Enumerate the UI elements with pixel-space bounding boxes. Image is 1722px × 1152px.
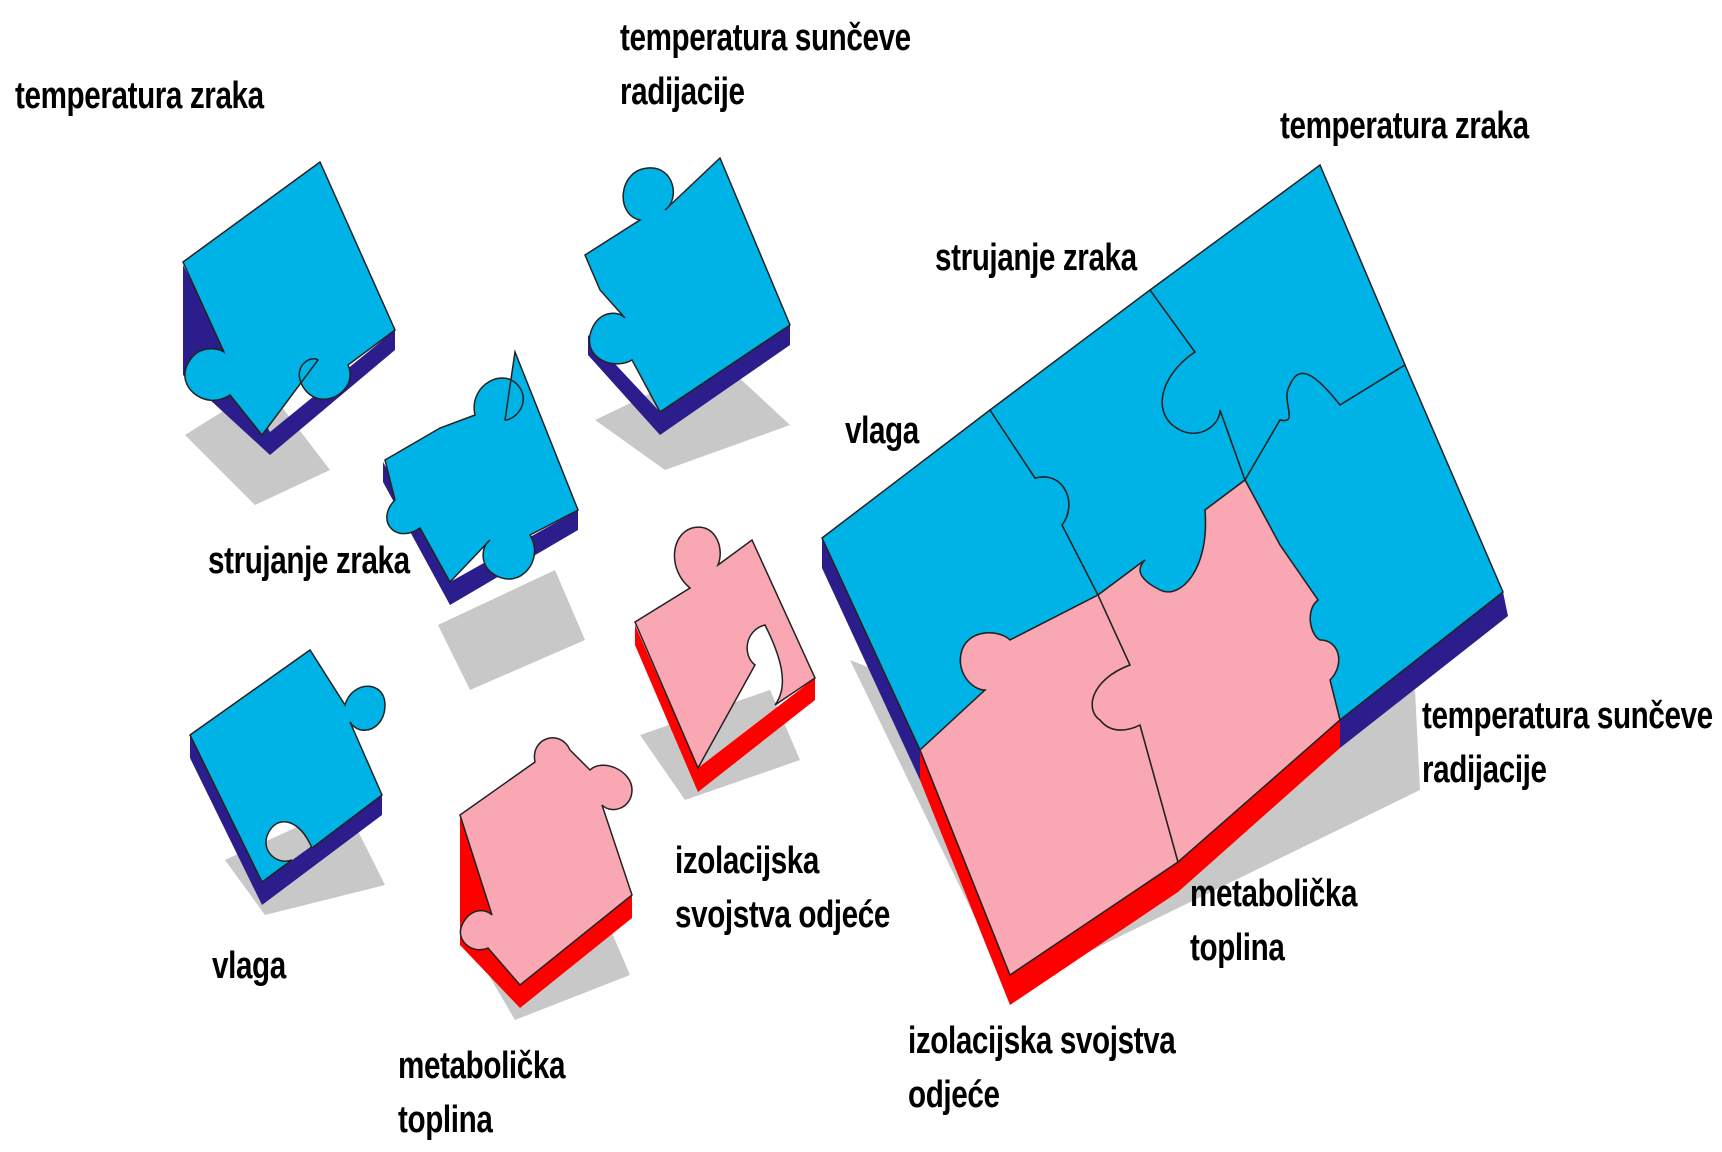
label-solar-radiation-loose: temperatura sunčeve radijacije — [620, 17, 911, 113]
piece-top — [182, 160, 396, 437]
piece-side — [588, 325, 790, 435]
piece-shadow — [595, 360, 790, 470]
piece-top — [584, 156, 791, 414]
board-piece-metabolic — [1091, 478, 1341, 864]
piece-solar-radiation-loose — [584, 156, 791, 470]
piece-top — [384, 349, 579, 584]
label-solar-radiation-board: temperatura sunčeve radijacije — [1422, 695, 1713, 791]
piece-side — [383, 462, 578, 605]
piece-top — [459, 737, 633, 987]
piece-shadow — [438, 570, 585, 690]
label-humidity-board: vlaga — [845, 410, 919, 452]
board-side-insulation-front — [1010, 862, 1178, 1005]
label-air-temperature-board: temperatura zraka — [1280, 105, 1529, 147]
board-side-solar — [1340, 592, 1508, 748]
piece-humidity-loose — [189, 648, 386, 915]
board-side-insulation — [920, 750, 1010, 1005]
piece-top — [189, 648, 386, 884]
piece-shadow — [640, 690, 800, 800]
piece-airflow-loose — [383, 349, 585, 690]
piece-side — [190, 735, 382, 905]
label-air-temperature-loose: temperatura zraka — [15, 75, 264, 117]
label-insulation-board: izolacijska svojstva odjeće — [908, 1020, 1176, 1116]
board-side-metabolic — [1178, 720, 1340, 892]
piece-side — [183, 265, 395, 455]
piece-side — [635, 625, 815, 792]
piece-metabolic-loose — [459, 737, 633, 1020]
piece-insulation-loose — [634, 526, 816, 800]
board-side-humidity — [822, 538, 920, 780]
piece-top — [634, 526, 816, 770]
piece-air-temperature-loose — [182, 160, 396, 505]
label-insulation-loose: izolacijska svojstva odjeće — [675, 840, 890, 936]
piece-shadow — [185, 385, 330, 505]
label-humidity-loose: vlaga — [212, 945, 286, 987]
label-metabolic-loose: metabolička toplina — [398, 1045, 566, 1141]
label-airflow-board: strujanje zraka — [935, 237, 1137, 279]
assembled-puzzle-board — [821, 163, 1508, 1005]
label-airflow-loose: strujanje zraka — [208, 540, 410, 582]
label-metabolic-board: metabolička toplina — [1190, 873, 1358, 969]
